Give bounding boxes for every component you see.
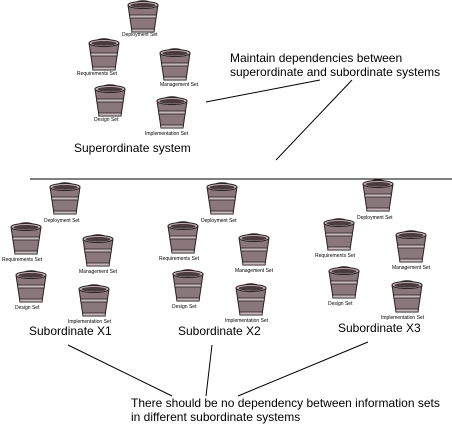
subordinate-x1-label: Subordinate X1	[29, 324, 112, 338]
no-dep-note-line1: There should be no dependency between in…	[131, 396, 440, 410]
super-deployment-set: Deployment Set	[122, 0, 159, 38]
no-dep-connector-x2	[205, 344, 213, 397]
bucket-icon	[395, 230, 427, 263]
maintain-connector-up	[205, 79, 321, 103]
x3-deployment-set: Deployment Set	[357, 179, 394, 221]
set-label: Implementation Set	[68, 319, 112, 325]
subordinate-x2-group: Deployment Set Requirements Set Manageme…	[159, 182, 274, 338]
subordinate-x3-label: Subordinate X3	[338, 321, 421, 335]
bucket-icon	[82, 234, 114, 267]
x2-management-set: Management Set	[235, 233, 274, 274]
bucket-icon	[328, 266, 360, 299]
bucket-icon	[323, 218, 355, 251]
set-label: Management Set	[79, 269, 118, 275]
x1-deployment-set: Deployment Set	[44, 182, 81, 224]
bucket-icon	[391, 280, 423, 313]
set-label: Deployment Set	[357, 215, 393, 221]
bucket-icon	[362, 179, 394, 212]
bucket-icon	[49, 182, 81, 215]
x3-requirements-set: Requirements Set	[315, 218, 356, 259]
x1-design-set: Design Set	[15, 270, 47, 311]
bucket-icon	[88, 38, 120, 71]
set-label: Design Set	[15, 305, 40, 311]
x1-requirements-set: Requirements Set	[2, 222, 43, 263]
superordinate-label: Superordinate system	[74, 141, 191, 155]
subordinate-x3-group: Deployment Set Requirements Set Manageme…	[315, 179, 431, 335]
bucket-icon	[159, 48, 191, 81]
bucket-icon	[206, 182, 238, 215]
set-label: Requirements Set	[159, 256, 200, 262]
subordinate-x1-group: Deployment Set Requirements Set Manageme…	[2, 182, 118, 338]
bucket-icon	[238, 233, 270, 266]
x3-design-set: Design Set	[328, 266, 360, 307]
set-label: Deployment Set	[201, 218, 237, 224]
x2-deployment-set: Deployment Set	[201, 182, 238, 224]
super-requirements-set: Requirements Set	[77, 38, 120, 77]
maintain-note-line1: Maintain dependencies between	[230, 51, 402, 65]
set-label: Requirements Set	[77, 71, 118, 77]
bucket-icon	[235, 283, 267, 316]
super-design-set: Design Set	[94, 84, 126, 123]
super-management-set: Management Set	[159, 48, 199, 88]
subordinate-x2-label: Subordinate X2	[178, 324, 261, 338]
set-label: Deployment Set	[122, 32, 158, 38]
bucket-icon	[15, 270, 47, 303]
set-label: Requirements Set	[2, 257, 43, 263]
set-label: Deployment Set	[44, 218, 80, 224]
set-label: Management Set	[160, 82, 199, 88]
no-dep-note-line2: in different subordinate systems	[131, 410, 300, 424]
set-label: Implementation Set	[225, 318, 269, 324]
no-dep-connector-x3	[237, 341, 369, 397]
super-implementation-set: Implementation Set	[145, 96, 189, 137]
set-label: Requirements Set	[315, 253, 356, 259]
x2-design-set: Design Set	[172, 269, 204, 310]
x2-requirements-set: Requirements Set	[159, 221, 200, 262]
bucket-icon	[167, 221, 199, 254]
maintain-note-line2: superordinate and subordinate systems	[230, 65, 440, 79]
set-label: Design Set	[94, 117, 119, 123]
x1-management-set: Management Set	[79, 234, 118, 275]
maintain-connector-down	[275, 79, 353, 161]
bucket-icon	[94, 84, 126, 117]
x3-implementation-set: Implementation Set	[381, 280, 425, 321]
set-label: Design Set	[172, 304, 197, 310]
bucket-icon	[10, 222, 42, 255]
no-dep-connector-x1	[67, 344, 173, 397]
set-label: Design Set	[328, 301, 353, 307]
x1-implementation-set: Implementation Set	[68, 284, 112, 325]
x2-implementation-set: Implementation Set	[225, 283, 269, 324]
set-label: Implementation Set	[381, 315, 425, 321]
superordinate-group: Deployment Set Requirements Set Manageme…	[74, 0, 199, 155]
set-label: Management Set	[392, 265, 431, 271]
bucket-icon	[172, 269, 204, 302]
bucket-icon	[78, 284, 110, 317]
bucket-icon	[156, 96, 188, 129]
bucket-icon	[127, 0, 159, 33]
set-label: Implementation Set	[145, 131, 189, 137]
set-label: Management Set	[235, 268, 274, 274]
x3-management-set: Management Set	[392, 230, 431, 271]
